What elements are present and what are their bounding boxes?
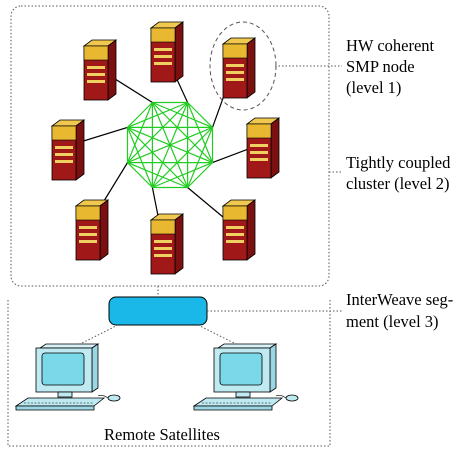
label-smp-line1: HW coherent (346, 36, 435, 55)
server-3 (222, 37, 256, 99)
mesh-link (151, 102, 213, 164)
server-4 (51, 119, 85, 181)
mesh-link (152, 101, 213, 128)
label-segment-line1: InterWeave seg- (346, 290, 454, 309)
satellite-workstation-left (15, 343, 121, 411)
server-1 (83, 39, 117, 101)
label-remote-satellites: Remote Satellites (104, 425, 220, 444)
mesh-link (127, 102, 153, 128)
satellite-workstation-right (193, 343, 299, 411)
mesh-link (127, 162, 188, 189)
mesh-link (127, 102, 189, 164)
mesh-link (126, 127, 153, 188)
mesh-link (151, 126, 213, 188)
server-8 (222, 199, 256, 261)
mesh-link (126, 102, 153, 163)
mesh-link (127, 162, 153, 188)
cluster-frame (10, 5, 330, 287)
segment-link-right (197, 324, 239, 346)
mesh-link (151, 102, 189, 188)
label-cluster-line1: Tightly coupled (346, 153, 451, 172)
mesh-link (187, 102, 213, 128)
server-2 (150, 21, 184, 83)
server-7 (150, 213, 184, 275)
server-group (51, 21, 280, 275)
segment-link-left (77, 324, 119, 346)
interweave-segment (108, 296, 208, 326)
server-6 (75, 199, 109, 261)
label-segment-line2: ment (level 3) (346, 312, 439, 331)
mesh-link (127, 126, 189, 188)
interconnect-mesh (126, 101, 214, 189)
label-smp-line2: SMP node (346, 57, 415, 76)
label-smp-line3: (level 1) (346, 78, 402, 97)
mesh-link (187, 162, 213, 188)
server-5 (246, 117, 280, 179)
label-cluster-line2: cluster (level 2) (346, 174, 450, 193)
